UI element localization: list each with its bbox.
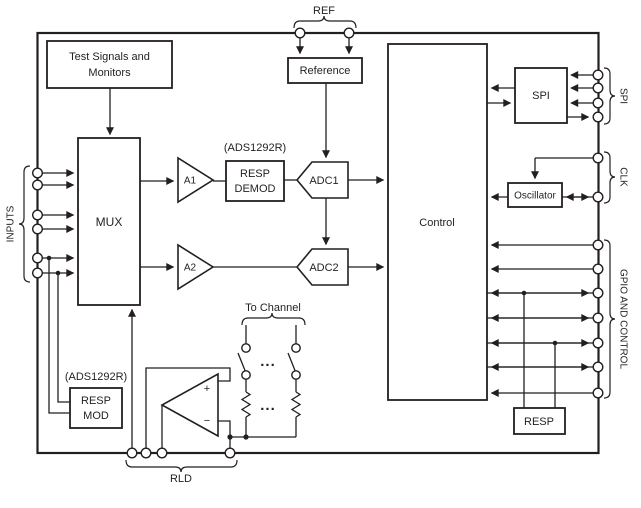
adc2-block: ADC2 — [295, 248, 349, 286]
oscillator-label: Oscillator — [514, 191, 556, 202]
rld-group-label: RLD — [170, 473, 192, 485]
adc2-label: ADC2 — [309, 262, 338, 274]
spi-block-label: SPI — [532, 90, 550, 102]
opamp-minus-label: − — [204, 415, 210, 427]
spi-brace — [603, 67, 616, 125]
to-channel-label: To Channel — [245, 302, 301, 314]
clk-pins — [592, 152, 604, 203]
clk-group-label: CLK — [618, 167, 629, 187]
test-signals-monitors-block: Test Signals and Monitors — [46, 40, 173, 89]
ellipsis-switches: ... — [260, 353, 276, 370]
resp-block-label: RESP — [524, 416, 554, 428]
reference-block: Reference — [287, 57, 363, 84]
resp-block: RESP — [513, 407, 566, 435]
rld-brace — [125, 459, 238, 473]
mux-label: MUX — [96, 215, 123, 229]
control-block: Control — [387, 43, 488, 401]
rld-opamp: + − — [160, 372, 219, 438]
resp-demod-label-2: DEMOD — [235, 183, 276, 195]
spi-group-label: SPI — [618, 88, 629, 104]
adc1-label: ADC1 — [309, 175, 338, 187]
channel-switches — [241, 343, 301, 380]
resistor-2 — [290, 391, 302, 418]
to-channel-brace — [241, 312, 306, 326]
gpio-group-label: GPIO AND CONTROL — [618, 269, 629, 369]
resp-mod-label-1: RESP — [81, 395, 111, 407]
resp-mod-label-2: MOD — [83, 410, 109, 422]
ellipsis-resistors: ... — [260, 397, 276, 414]
adc1-block: ADC1 — [295, 161, 349, 199]
test-signals-label-2: Monitors — [88, 67, 131, 79]
inputs-brace — [18, 165, 31, 283]
resp-demod-block: (ADS1292R) RESP DEMOD — [224, 142, 286, 202]
resp-demod-label-1: RESP — [240, 168, 270, 180]
clk-brace — [603, 151, 616, 204]
resp-mod-variant-tag: (ADS1292R) — [65, 371, 127, 383]
resp-demod-variant-tag: (ADS1292R) — [224, 142, 286, 154]
reference-label: Reference — [300, 65, 351, 77]
a1-label: A1 — [184, 176, 197, 187]
control-label: Control — [419, 217, 454, 229]
ref-pins — [294, 27, 355, 39]
gpio-pins — [592, 239, 604, 399]
opamp-plus-label: + — [204, 383, 210, 395]
ref-group-label: REF — [313, 5, 335, 17]
inputs-group-label: INPUTS — [6, 205, 17, 242]
resp-mod-block: (ADS1292R) RESP MOD — [65, 371, 127, 429]
spi-block: SPI — [514, 67, 568, 124]
resistor-1 — [240, 391, 252, 418]
gpio-brace — [603, 239, 616, 399]
junction-dots — [46, 255, 558, 440]
spi-pins — [592, 69, 604, 123]
input-pins — [32, 167, 44, 279]
a2-label: A2 — [184, 263, 197, 274]
ref-brace — [293, 15, 357, 29]
oscillator-block: Oscillator — [507, 182, 563, 208]
rld-pins — [126, 447, 236, 459]
a2-amplifier: A2 — [177, 243, 215, 291]
wires — [42, 38, 593, 449]
test-signals-label-1: Test Signals and — [69, 51, 150, 63]
mux-block: MUX — [77, 137, 141, 306]
a1-amplifier: A1 — [177, 156, 215, 204]
